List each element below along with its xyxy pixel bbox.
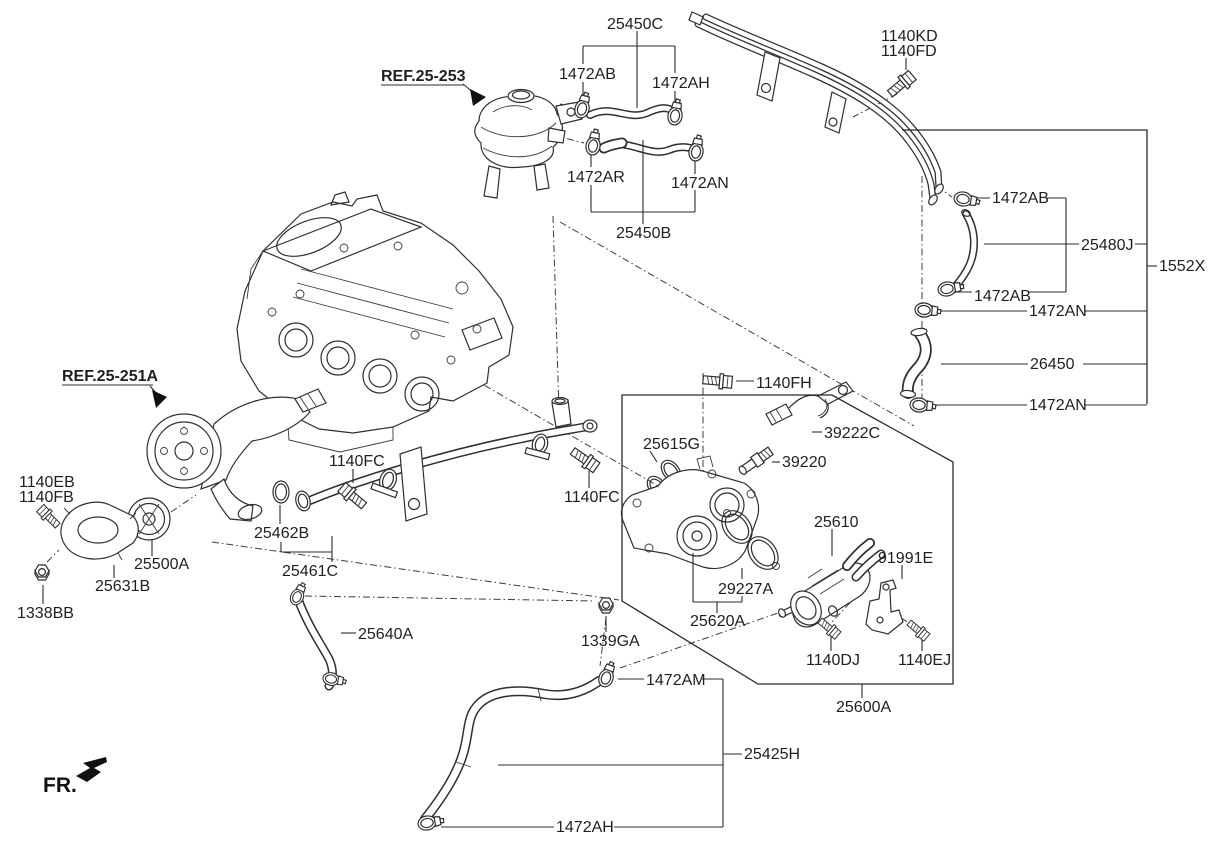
- part-label-26450: 26450: [1030, 356, 1075, 373]
- part-label-25480j: 25480J: [1081, 237, 1134, 254]
- part-label-1140kd: 1140KD: [881, 28, 938, 45]
- clamp-1472an-r2-drawing: [908, 396, 938, 415]
- clamp-1472an-top-drawing: [686, 133, 707, 163]
- part-label-1140fb: 1140FB: [19, 489, 74, 506]
- bolt-1140eb-drawing: [35, 503, 63, 531]
- hose-25425H-drawing: [420, 676, 604, 824]
- clamp-1472am-drawing: [595, 659, 619, 690]
- part-label-25640a: 25640A: [358, 626, 413, 643]
- oring-25462B-drawing: [272, 480, 290, 504]
- part-label-1472ab-top: 1472AB: [559, 66, 616, 83]
- gasket-29227A-drawing: [721, 509, 780, 570]
- part-label-1472ah-bottom: 1472AH: [556, 819, 614, 836]
- part-label-1472ah-top: 1472AH: [652, 75, 710, 92]
- part-label-1472ab-r2: 1472AB: [974, 288, 1031, 305]
- leader-lines: [42, 31, 1147, 828]
- clamp-hose25640-top-drawing: [287, 579, 310, 608]
- ref-label-25-251a: REF.25-251A: [62, 368, 158, 385]
- fr-label: FR.: [43, 774, 77, 797]
- part-label-1472an-r1: 1472AN: [1029, 303, 1087, 320]
- nut-1339ga-drawing: [598, 597, 614, 614]
- part-label-25600a: 25600A: [836, 699, 891, 716]
- part-label-1140eb: 1140EB: [19, 474, 75, 491]
- harness-39222C-drawing: [765, 381, 854, 426]
- part-label-25450b: 25450B: [616, 225, 671, 242]
- part-label-39222c: 39222C: [824, 425, 880, 442]
- part-label-25620a: 25620A: [690, 613, 745, 630]
- part-label-1472ar: 1472AR: [567, 169, 625, 186]
- bracket-91991E-drawing: [865, 579, 904, 635]
- clamp-1472ah-top-drawing: [665, 97, 686, 127]
- bracket-1552X: [902, 129, 1157, 404]
- part-label-91991e: 91991E: [878, 550, 933, 567]
- construction-lines: [46, 93, 953, 669]
- fr-direction-indicator: FR.: [43, 757, 107, 797]
- part-label-1338bb: 1338BB: [17, 605, 74, 622]
- part-label-1140fh: 1140FH: [756, 375, 812, 392]
- part-label-1140dj: 1140DJ: [806, 652, 860, 669]
- part-label-1472an-top: 1472AN: [671, 175, 729, 192]
- part-label-39220: 39220: [782, 454, 827, 471]
- part-label-1339ga: 1339GA: [581, 633, 640, 650]
- hose-25450B-drawing: [598, 137, 703, 156]
- part-label-1140fc-left: 1140FC: [329, 453, 385, 470]
- part-label-1472am: 1472AM: [646, 672, 706, 689]
- bolt-1140ej-drawing: [904, 617, 932, 643]
- part-label-1140fd: 1140FD: [881, 43, 937, 60]
- part-label-25500a: 25500A: [134, 556, 189, 573]
- metal-pipe-assembly-drawing: [688, 11, 944, 206]
- expansion-tank-drawing: [474, 88, 583, 199]
- sensor-39220-drawing: [738, 446, 774, 475]
- part-label-25631b: 25631B: [95, 578, 150, 595]
- clamp-1472an-r1-drawing: [913, 301, 943, 320]
- part-label-25450c: 25450C: [607, 16, 663, 33]
- bolt-1140fh-drawing: [701, 371, 734, 391]
- part-label-29227a: 29227A: [718, 581, 773, 598]
- clamp-1472ab-r1-drawing: [952, 189, 982, 210]
- group-box-25600A: [621, 394, 954, 698]
- engine-drawing: [236, 191, 514, 453]
- hose-26450-drawing: [899, 327, 932, 399]
- part-label-25610: 25610: [814, 514, 859, 531]
- hose-25480J-drawing: [947, 209, 978, 295]
- bolt-1140fc-right-drawing: [567, 444, 602, 475]
- part-label-1472an-r2: 1472AN: [1029, 397, 1087, 414]
- part-label-1472ab-r1: 1472AB: [992, 190, 1049, 207]
- part-label-25461c: 25461C: [282, 563, 338, 580]
- part-label-1140fc-right: 1140FC: [564, 489, 620, 506]
- part-label-1140ej: 1140EJ: [898, 652, 951, 669]
- part-labels: 25450C 1472AB 1472AH REF.25-253 1472AR 1…: [17, 16, 1206, 836]
- part-label-1552x: 1552X: [1159, 258, 1206, 275]
- part-label-25425h: 25425H: [744, 746, 800, 763]
- nut-1338bb-drawing: [34, 564, 50, 581]
- hose-25450C-drawing: [586, 104, 677, 120]
- thermostat-cover-25631B-drawing: [60, 501, 139, 561]
- water-pump-drawing: [146, 388, 327, 522]
- ref-label-25-253: REF.25-253: [381, 68, 466, 85]
- bolt-1140kd-drawing: [884, 68, 918, 101]
- coolant-outlet-25610-drawing: [777, 538, 886, 628]
- fr-arrow-icon: [76, 757, 107, 782]
- part-label-25615g: 25615G: [643, 436, 700, 453]
- part-label-25462b: 25462B: [254, 525, 309, 542]
